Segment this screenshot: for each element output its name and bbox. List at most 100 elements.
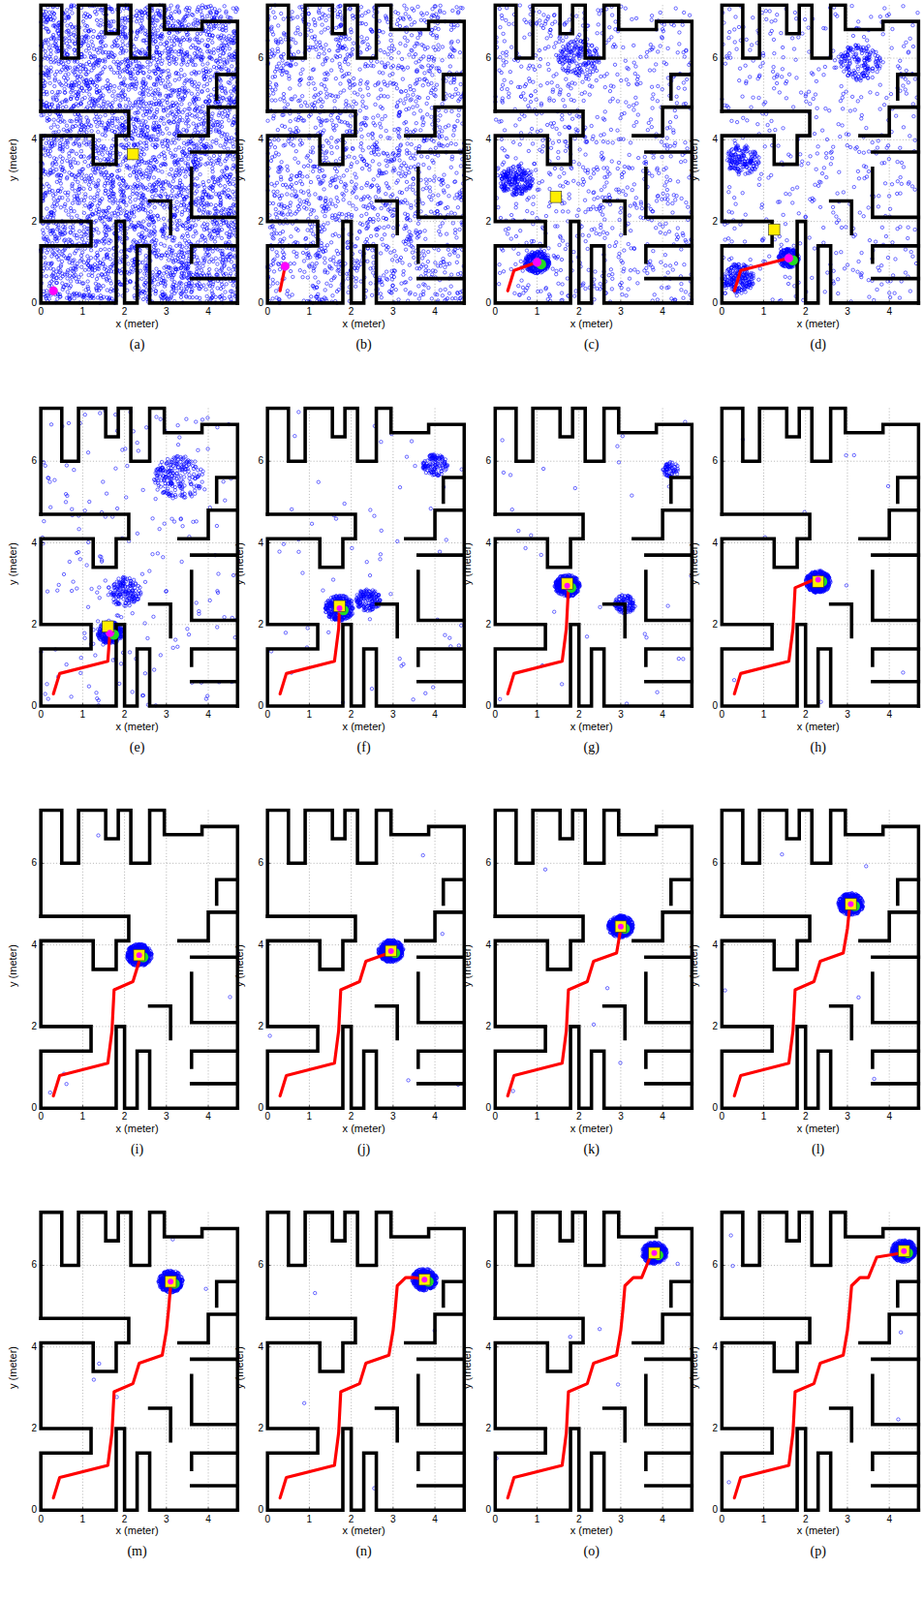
maze-wall (191, 1483, 239, 1488)
tick-label: 2 (576, 1111, 583, 1122)
tick-label: 2 (257, 216, 264, 227)
tick-label: 3 (844, 307, 851, 317)
plot-panel (267, 1212, 464, 1511)
panel-label: (k) (583, 1142, 599, 1157)
maze-wall (376, 201, 399, 235)
tick-label: 0 (257, 1505, 264, 1515)
tick-label: 3 (163, 709, 170, 720)
maze-wall (418, 571, 465, 621)
tick-label: 2 (122, 307, 128, 317)
tick-label: 1 (80, 709, 87, 720)
particle-cloud (498, 420, 694, 706)
maze-wall (671, 74, 693, 99)
maze-wall (872, 1081, 920, 1086)
tick-label: 3 (163, 1514, 170, 1525)
tick-label: 3 (390, 1514, 397, 1525)
axis-label: y (meter) (687, 944, 699, 987)
axis-label: x (meter) (797, 721, 840, 733)
tick-label: 1 (534, 1514, 541, 1525)
tick-label: 2 (485, 619, 492, 630)
maze-wall (191, 277, 239, 281)
maze-wall (860, 1314, 920, 1344)
tick-label: 6 (257, 858, 264, 868)
maze-wall (191, 973, 239, 1023)
axis-tick (721, 461, 890, 707)
tick-label: 6 (257, 1260, 264, 1270)
plot-panel (39, 3, 240, 306)
maze-wall (191, 1375, 239, 1425)
axis-label: x (meter) (116, 721, 159, 733)
panel-label: (g) (583, 740, 599, 755)
maze-wall (418, 1375, 465, 1425)
axis-tick (494, 862, 663, 1109)
tick-label: 4 (886, 307, 893, 317)
maze-wall (897, 477, 920, 502)
maze-wall (897, 74, 920, 99)
particle-cloud (493, 3, 694, 306)
maze-wall (872, 150, 920, 154)
tick-label: 0 (712, 1505, 719, 1515)
particle-cloud (269, 410, 463, 705)
tick-label: 6 (257, 53, 264, 63)
maze-wall (721, 916, 919, 1109)
maze-wall (179, 1314, 239, 1344)
axis-label: x (meter) (116, 1525, 159, 1537)
maze-wall (405, 912, 465, 942)
maze-wall (646, 553, 693, 557)
axis-label: y (meter) (233, 138, 245, 182)
plot-panel (721, 407, 919, 707)
axis-label: y (meter) (6, 138, 18, 182)
tick-label: 0 (37, 1111, 44, 1122)
grid-line (494, 1212, 692, 1511)
maze-wall (721, 4, 919, 304)
maze-wall (721, 1212, 919, 1511)
tick-label: 2 (30, 1423, 37, 1434)
tick-label: 1 (534, 307, 541, 317)
maze-wall (191, 1357, 239, 1362)
axis-tick (40, 58, 209, 304)
tick-label: 6 (485, 53, 492, 63)
true-pose (847, 901, 854, 908)
maze-wall (494, 407, 692, 707)
axis-label: y (meter) (233, 944, 245, 987)
tick-label: 2 (30, 619, 37, 630)
tick-label: 6 (712, 53, 719, 63)
maze-wall (216, 74, 239, 99)
maze-wall (860, 510, 920, 540)
tick-label: 4 (659, 709, 666, 720)
true-pose (167, 1278, 174, 1285)
tick-label: 4 (30, 940, 37, 951)
tick-label: 0 (257, 701, 264, 711)
tick-label: 2 (257, 1423, 264, 1434)
true-pose (107, 629, 114, 636)
panel-label: (a) (129, 338, 146, 352)
axis-label: x (meter) (116, 318, 159, 330)
axis-tick (494, 58, 663, 304)
tick-label: 2 (348, 709, 355, 720)
tick-label: 4 (886, 1111, 893, 1122)
tick-label: 4 (659, 1514, 666, 1525)
plot-panel (494, 407, 693, 707)
panel-label: (o) (583, 1544, 599, 1559)
estimated-pose (133, 949, 146, 961)
maze-wall (494, 4, 692, 304)
tick-label: 2 (802, 1111, 809, 1122)
panel-label: (p) (810, 1544, 827, 1559)
tick-label: 1 (307, 709, 313, 720)
maze-wall (721, 407, 919, 707)
plot-panel (267, 407, 464, 707)
maze-wall (671, 1281, 693, 1306)
maze-wall (872, 973, 920, 1023)
maze-wall (646, 168, 693, 218)
tick-label: 2 (257, 1021, 264, 1032)
panel-label: (d) (810, 338, 827, 352)
maze-wall (418, 1081, 465, 1086)
true-pose (421, 1276, 428, 1283)
tick-label: 2 (712, 1021, 719, 1032)
plot-panel (494, 810, 692, 1109)
tick-label: 4 (485, 940, 492, 951)
tick-label: 0 (37, 307, 44, 317)
maze-wall (418, 954, 465, 959)
tick-label: 0 (718, 307, 725, 317)
maze-wall (494, 916, 692, 1109)
